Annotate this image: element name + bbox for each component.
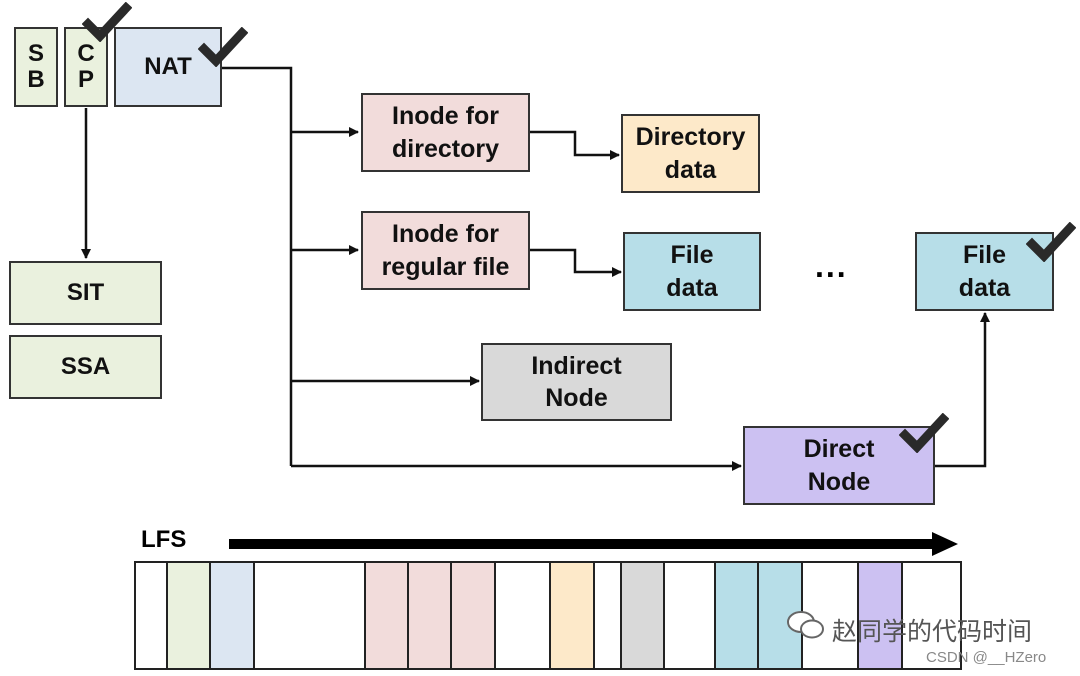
sit-block: SIT: [9, 261, 162, 325]
file-data-2-line-2: data: [958, 273, 1011, 302]
sb-block: S B: [14, 27, 58, 107]
log-segment-dir-data: [551, 563, 595, 668]
direct-node-line-1: Direct: [803, 435, 875, 463]
file-data-1-line-2: data: [666, 273, 718, 302]
indirect-node-line-1: Indirect: [531, 351, 622, 380]
checkmark-icon: [198, 27, 248, 67]
nat-block: NAT: [114, 27, 222, 107]
direct-node-block: Direct Node: [743, 426, 935, 505]
directory-data-line-1: Directory: [635, 123, 746, 151]
ssa-label: SSA: [60, 353, 111, 380]
sb-line-1: S: [27, 39, 44, 67]
log-segment-inode: [366, 563, 409, 668]
file-data-block-1: File data: [623, 232, 761, 311]
cp-line-1: C: [77, 39, 95, 67]
inode-directory-line-2: directory: [392, 134, 499, 163]
wechat-logo-icon: [787, 611, 824, 639]
inode-file-line-1: Inode for: [392, 220, 499, 248]
log-segment-sb: [168, 563, 211, 668]
log-segment-inode: [452, 563, 496, 668]
log-segment-indirect: [622, 563, 665, 668]
checkmark-icon: [82, 2, 132, 42]
nat-label: NAT: [144, 53, 192, 80]
log-segment-direct: [859, 563, 903, 668]
log-segment: [665, 563, 716, 668]
indirect-node-line-2: Node: [545, 384, 608, 412]
watermark-text: 赵同学的代码时间: [832, 617, 1033, 646]
ellipsis: ...: [815, 248, 848, 284]
direct-node-line-2: Node: [807, 467, 871, 496]
ssa-block: SSA: [9, 335, 162, 399]
inode-regular-file-block: Inode for regular file: [361, 211, 530, 290]
log-segment: [136, 563, 168, 668]
file-data-1-line-1: File: [670, 241, 714, 269]
directory-data-line-2: data: [664, 155, 717, 184]
watermark-credit: CSDN @__HZero: [926, 649, 1047, 666]
log-segment: [803, 563, 859, 668]
sit-label: SIT: [66, 279, 105, 306]
log-segment-file-data: [716, 563, 759, 668]
log-segment-inode: [409, 563, 452, 668]
checkmark-icon: [899, 413, 949, 453]
directory-data-block: Directory data: [621, 114, 760, 193]
indirect-node-block: Indirect Node: [481, 343, 672, 421]
log-segment: [496, 563, 551, 668]
log-segment: [255, 563, 366, 668]
inode-file-line-2: regular file: [381, 252, 510, 281]
inode-directory-block: Inode for directory: [361, 93, 530, 172]
lfs-label: LFS: [141, 526, 187, 553]
file-data-2-line-1: File: [962, 241, 1007, 269]
file-data-block-2: File data: [915, 232, 1054, 311]
inode-directory-line-1: Inode for: [392, 102, 499, 130]
checkmark-icon: [1026, 222, 1076, 262]
sb-line-2: B: [27, 66, 45, 93]
log-segment-nat: [211, 563, 255, 668]
log-strip: [134, 561, 962, 670]
cp-line-2: P: [77, 66, 94, 93]
log-segment: [595, 563, 622, 668]
